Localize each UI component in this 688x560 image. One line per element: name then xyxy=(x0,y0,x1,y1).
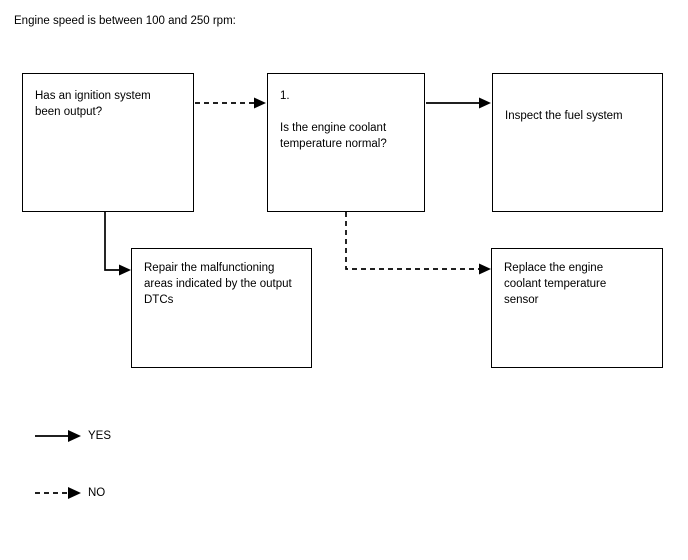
node-ignition-system-label: Has an ignition system been output? xyxy=(35,90,151,118)
legend-no-arrow xyxy=(35,487,81,499)
node-inspect-fuel-system: Inspect the fuel system xyxy=(492,73,663,212)
node-repair-malfunctioning-areas-label: Repair the malfunctioning areas indicate… xyxy=(144,262,292,306)
edge-coolant-to-replace-no xyxy=(345,212,491,275)
node-repair-malfunctioning-areas: Repair the malfunctioning areas indicate… xyxy=(131,248,312,368)
node-replace-coolant-sensor: Replace the engine coolant temperature s… xyxy=(491,248,663,368)
node-inspect-fuel-system-label: Inspect the fuel system xyxy=(505,110,623,122)
node-coolant-temperature: 1. Is the engine coolant temperature nor… xyxy=(267,73,425,212)
node-coolant-temperature-label: 1. Is the engine coolant temperature nor… xyxy=(280,90,387,150)
node-ignition-system: Has an ignition system been output? xyxy=(22,73,194,212)
edge-ignition-to-repair-yes xyxy=(104,212,131,276)
legend-yes-arrow xyxy=(35,430,81,442)
legend-no-label: NO xyxy=(88,487,106,499)
page-title: Engine speed is between 100 and 250 rpm: xyxy=(14,15,236,27)
legend-yes-label: YES xyxy=(88,430,112,442)
edge-ignition-to-coolant-no xyxy=(195,97,266,109)
node-replace-coolant-sensor-label: Replace the engine coolant temperature s… xyxy=(504,262,607,306)
edge-coolant-to-fuel-yes xyxy=(426,97,491,109)
